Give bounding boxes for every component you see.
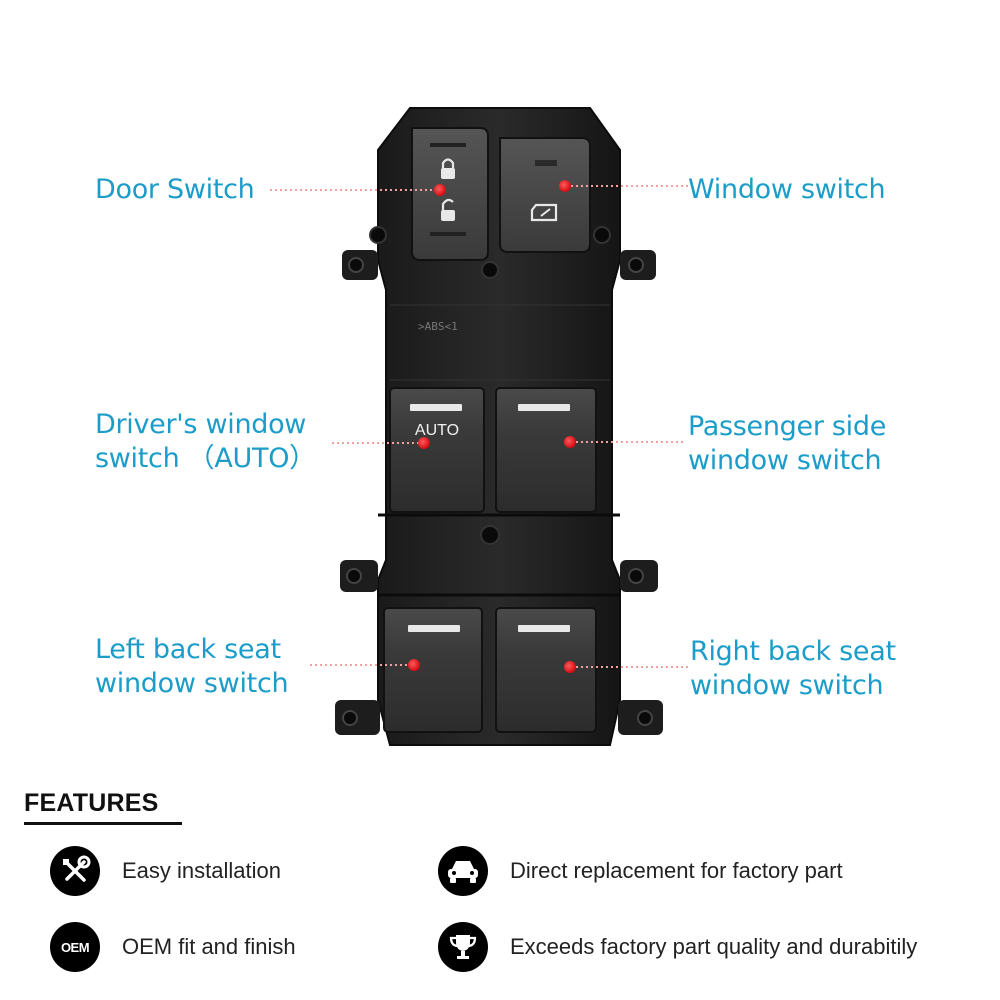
passenger-window-switch[interactable] bbox=[495, 387, 597, 513]
callout-driver-window: Driver's window switch （AUTO） bbox=[95, 409, 316, 474]
feature-oem-fit: OEM OEM fit and finish bbox=[50, 922, 296, 972]
product-stage: >ABS<1 bbox=[95, 107, 896, 746]
unlock-icon bbox=[441, 198, 455, 221]
features-underline bbox=[24, 822, 182, 825]
left-back-marker bbox=[408, 659, 420, 671]
leader-lines bbox=[270, 185, 688, 668]
features-title: FEATURES bbox=[24, 789, 159, 817]
window-lock-icon bbox=[530, 203, 558, 222]
feature-label: Exceeds factory part quality and durabit… bbox=[510, 934, 918, 959]
passenger-window-marker bbox=[564, 436, 576, 448]
callout-door-switch: Door Switch bbox=[95, 174, 255, 205]
door-switch-marker bbox=[434, 184, 446, 196]
housing-code: >ABS<1 bbox=[418, 320, 458, 333]
left-back-window-switch[interactable] bbox=[383, 607, 483, 733]
feature-easy-installation: Easy installation bbox=[50, 846, 281, 896]
feature-direct-replacement: Direct replacement for factory part bbox=[438, 846, 843, 896]
window-switch-marker bbox=[559, 180, 571, 192]
feature-label: OEM fit and finish bbox=[122, 934, 296, 959]
driver-window-marker bbox=[418, 437, 430, 449]
right-back-marker bbox=[564, 661, 576, 673]
auto-label: AUTO bbox=[415, 422, 459, 439]
right-back-window-switch[interactable] bbox=[495, 607, 597, 733]
wrench-screwdriver-icon bbox=[50, 846, 100, 896]
door-lock-switch[interactable] bbox=[411, 127, 489, 261]
product-image: >ABS<1 bbox=[270, 107, 688, 746]
driver-window-switch[interactable]: AUTO bbox=[389, 387, 485, 513]
car-icon bbox=[438, 846, 488, 896]
lock-icon bbox=[441, 158, 455, 179]
feature-exceeds-quality: Exceeds factory part quality and durabit… bbox=[438, 922, 917, 972]
feature-label: Direct replacement for factory part bbox=[510, 858, 843, 883]
callout-left-back: Left back seat window switch bbox=[95, 634, 289, 699]
oem-icon: OEM bbox=[50, 922, 100, 972]
window-lock-switch[interactable] bbox=[499, 137, 591, 253]
feature-label: Easy installation bbox=[122, 858, 281, 883]
callout-right-back: Right back seat window switch bbox=[690, 636, 896, 701]
trophy-icon bbox=[438, 922, 488, 972]
callout-window-switch: Window switch bbox=[688, 174, 886, 205]
callout-passenger-window: Passenger side window switch bbox=[688, 411, 887, 476]
